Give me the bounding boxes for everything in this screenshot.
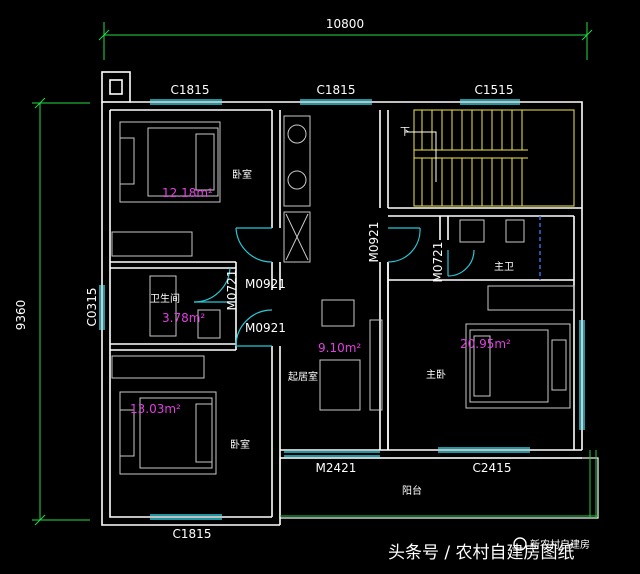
room-name-bedroom-bottom: 卧室: [230, 438, 250, 451]
room-name-living: 起居室: [288, 370, 318, 383]
door-label-2: M0921: [245, 321, 286, 335]
door-label-1: M0921: [245, 277, 286, 291]
window-bottom-left: C1815: [173, 527, 212, 541]
window-left-bath: C0315: [85, 288, 99, 327]
staircase: [413, 109, 575, 207]
door-label-5: M0721: [431, 242, 445, 283]
room-name-master-bath: 主卫: [494, 261, 514, 273]
balcony-railing: [279, 450, 599, 519]
window-top-right: C1515: [475, 83, 514, 97]
overall-width-label: 10800: [326, 17, 364, 31]
windows: [99, 99, 585, 520]
watermark-text: 头条号 / 农村自建房图纸: [388, 543, 575, 563]
room-name-master: 主卧: [426, 368, 446, 381]
room-name-balcony: 阳台: [402, 484, 422, 497]
stair-down-label: 下: [400, 127, 410, 138]
room-name-bedroom-top: 卧室: [232, 168, 252, 181]
room-area-master: 20.95m²: [460, 337, 511, 351]
window-top-left: C1815: [171, 83, 210, 97]
fixtures: [149, 115, 525, 411]
window-top-middle: C1815: [317, 83, 356, 97]
bed-master: [465, 285, 575, 409]
door-label-main: M2421: [316, 461, 357, 475]
room-area-bedroom-top: 12.18m²: [162, 186, 213, 200]
door-label-3: M0721: [225, 270, 239, 311]
overall-depth-label: 9360: [14, 300, 28, 331]
bed-bottom: [111, 355, 217, 475]
window-right-middle: C2415: [473, 461, 512, 475]
room-area-bedroom-bottom: 13.03m²: [130, 402, 181, 416]
room-area-bath: 3.78m²: [162, 311, 205, 325]
watermark-logo: 新农村自建房: [513, 537, 590, 551]
room-area-living: 9.10m²: [318, 341, 361, 355]
watermark-logo-text: 新农村自建房: [530, 538, 590, 551]
stair-arrow: [405, 131, 437, 182]
logo-mark-icon: [513, 537, 527, 551]
dimension-lines: [32, 22, 593, 526]
room-name-bath: 卫生间: [150, 292, 180, 305]
bed-top: [111, 121, 221, 257]
door-swings: [193, 227, 475, 347]
door-label-4: M0921: [367, 222, 381, 263]
